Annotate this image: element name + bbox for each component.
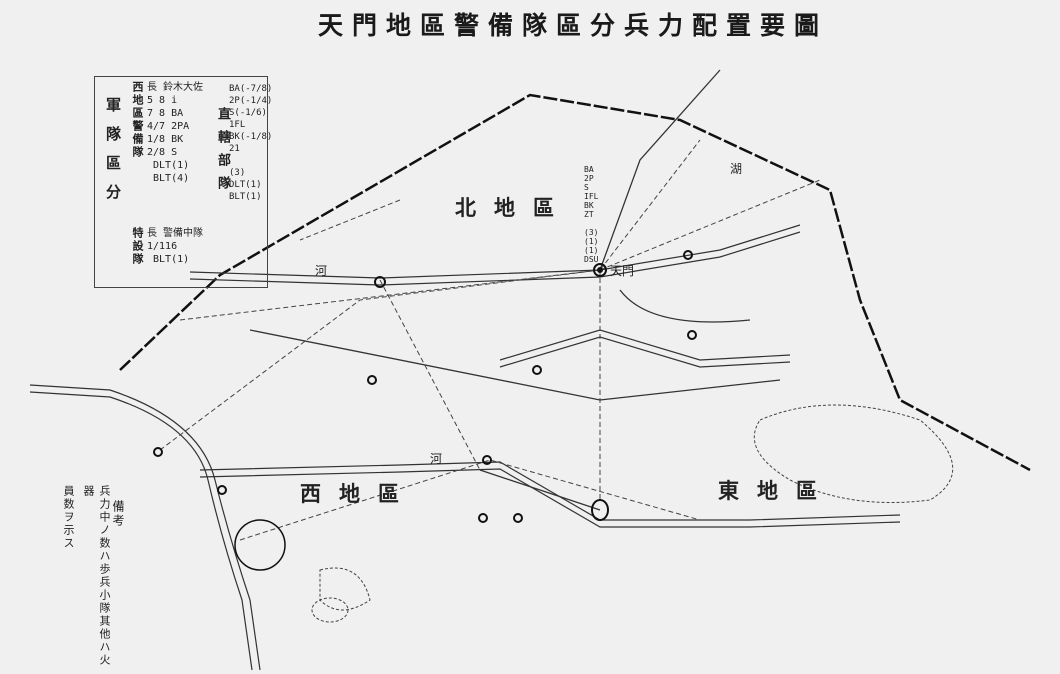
note-line1: 兵力中ノ数ハ歩兵小隊其他ハ火器: [82, 485, 111, 667]
hq-label: 天門: [610, 264, 635, 278]
lake: [753, 404, 954, 503]
note-heading: 備考: [111, 500, 125, 528]
legend-west-label: 西地區警備隊: [131, 81, 144, 159]
legend-heading: 軍隊區分: [104, 97, 122, 213]
map-title: 天門地區警備隊區分兵力配置要圖: [318, 11, 829, 40]
river-label: 河: [430, 452, 443, 466]
region-north-label: 北地區: [455, 195, 572, 220]
river-han: [29, 224, 901, 671]
roads: [159, 139, 821, 541]
note-line2: 員数ヲ示ス: [62, 485, 75, 550]
legend-direct-units: BA(-7/8) 2P(-1/4) S(-1/6) 1FL BK(-1/8) 2…: [229, 84, 273, 202]
legend-west-units: 長 鈴木大佐 5 8 i 7 8 BA 4/7 2PA 1/8 BK 2/8 S…: [147, 82, 204, 184]
lake-small: [319, 567, 371, 611]
hq-units: BA 2P S IFL BK ZT (3) (1) (1) DSU: [584, 165, 599, 264]
legend-box: 軍隊區分 西地區警備隊 長 鈴木大佐 5 8 i 7 8 BA 4/7 2PA …: [94, 76, 272, 288]
railway-line: [119, 93, 1031, 472]
region-east-label: 東地區: [718, 478, 835, 503]
legend-direct-label: 直轄部隊: [215, 107, 230, 199]
main-roads: [249, 69, 781, 511]
lake-label: 湖: [730, 162, 743, 176]
river-label: 河: [315, 264, 328, 278]
legend-special-units: 長 警備中隊 1/116 BLT(1): [147, 228, 204, 265]
region-west-label: 西地區: [300, 481, 417, 506]
legend-special-label: 特設隊: [131, 227, 144, 266]
town-markers: [153, 250, 697, 571]
lake-small: [311, 597, 349, 623]
